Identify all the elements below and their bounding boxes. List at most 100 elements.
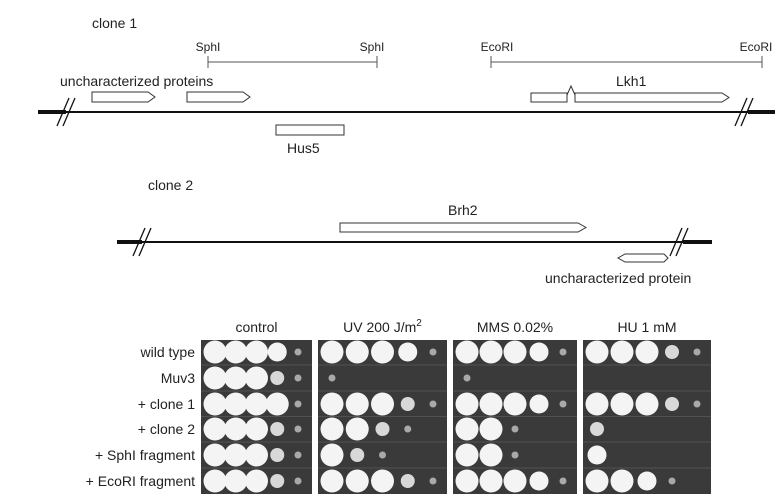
yeast-spot [693, 348, 701, 356]
ecoRI-span [490, 56, 763, 68]
sphI-site-left-label: SphI [196, 40, 221, 54]
yeast-spot [610, 392, 634, 416]
yeast-spot [345, 469, 369, 493]
yeast-spot [294, 451, 302, 459]
yeast-spot [529, 471, 549, 491]
yeast-spot [529, 394, 549, 414]
condition-label: UV 200 J/m2 [343, 318, 422, 335]
spot-panels [201, 340, 711, 494]
yeast-spot [590, 422, 604, 436]
strain-label: Muv3 [161, 370, 195, 386]
yeast-spot [587, 445, 607, 465]
yeast-spot [479, 340, 503, 364]
ecoRI-site-right-label: EcoRI [740, 40, 773, 54]
yeast-spot [371, 340, 394, 364]
yeast-spot [320, 392, 344, 416]
yeast-spot [559, 400, 567, 408]
yeast-spot [245, 417, 268, 441]
ecoRI-site-left-label: EcoRI [481, 40, 514, 54]
yeast-spot [503, 469, 527, 493]
yeast-spot [585, 469, 609, 493]
yeast-spot [224, 417, 248, 441]
yeast-spot [635, 392, 659, 416]
yeast-spot [345, 340, 369, 364]
yeast-spot [463, 374, 471, 382]
strain-label: + EcoRI fragment [86, 473, 195, 489]
strain-label: + clone 2 [138, 421, 195, 437]
yeast-spot [665, 345, 679, 359]
yeast-spot [371, 392, 394, 416]
yeast-spot [270, 371, 285, 385]
yeast-spot [203, 469, 227, 493]
yeast-spot [294, 348, 302, 356]
yeast-spot [511, 451, 519, 459]
spot-panel [318, 340, 447, 494]
yeast-spot [375, 422, 390, 436]
yeast-spot [455, 340, 479, 364]
clone1-map: clone 1 SphI SphI EcoRI EcoRI [38, 15, 775, 156]
yeast-spot [294, 477, 302, 485]
condition-label: control [235, 319, 277, 335]
yeast-spot [429, 477, 437, 485]
uncharacterized-gene-arrow-2 [186, 91, 251, 103]
yeast-spot [429, 348, 437, 356]
clone2-map: clone 2 Brh2 uncharacterized protein [117, 177, 712, 286]
yeast-spot [559, 348, 567, 356]
yeast-spot [479, 469, 503, 493]
yeast-spot [400, 397, 415, 411]
yeast-spot [668, 477, 676, 485]
yeast-spot [529, 342, 549, 362]
yeast-spot [224, 469, 248, 493]
strain-label: + SphI fragment [95, 447, 195, 463]
yeast-spot [203, 366, 227, 390]
yeast-spot [270, 422, 285, 436]
yeast-spot [371, 469, 394, 493]
yeast-spot [294, 400, 302, 408]
strain-label: + clone 1 [138, 396, 195, 412]
uncharacterized-gene-arrow-1 [91, 91, 156, 103]
yeast-spot [400, 474, 415, 488]
yeast-spot [203, 392, 227, 416]
yeast-spot [294, 425, 302, 433]
yeast-spot [245, 340, 268, 364]
sphI-span [207, 56, 378, 68]
brh2-gene-arrow [339, 222, 588, 233]
yeast-spot [559, 477, 567, 485]
yeast-spot [429, 400, 437, 408]
yeast-spot [637, 471, 657, 491]
yeast-spot [635, 340, 659, 364]
lkh1-label: Lkh1 [616, 73, 647, 89]
yeast-spot [345, 417, 369, 441]
spot-panel [453, 340, 577, 494]
yeast-spot [224, 392, 248, 416]
lkh1-gene [530, 84, 730, 103]
yeast-spot [267, 342, 287, 362]
yeast-spot [224, 366, 248, 390]
spot-panel [583, 340, 711, 494]
clone2-chromosome [117, 227, 712, 257]
yeast-spot [379, 451, 386, 459]
yeast-spot [320, 340, 344, 364]
yeast-spot [610, 340, 634, 364]
yeast-spot [404, 425, 412, 433]
yeast-spot [455, 443, 479, 467]
yeast-spot [693, 400, 701, 408]
yeast-spot [511, 425, 519, 433]
yeast-spot [245, 366, 268, 390]
uncharacterized-proteins-label: uncharacterized proteins [60, 73, 213, 89]
yeast-spot [503, 340, 527, 364]
clone1-title: clone 1 [92, 15, 137, 31]
brh2-label: Brh2 [448, 202, 478, 218]
uncharacterized-gene-arrow-clone2 [616, 253, 669, 263]
strain-label: wild type [140, 344, 196, 360]
condition-label: HU 1 mM [617, 319, 676, 335]
yeast-spot [320, 443, 344, 467]
yeast-spot [345, 392, 369, 416]
yeast-spot [350, 448, 365, 462]
yeast-spot [245, 392, 268, 416]
yeast-spot [245, 443, 268, 467]
yeast-spot [265, 392, 289, 416]
yeast-spot [224, 443, 248, 467]
yeast-spot [320, 417, 344, 441]
